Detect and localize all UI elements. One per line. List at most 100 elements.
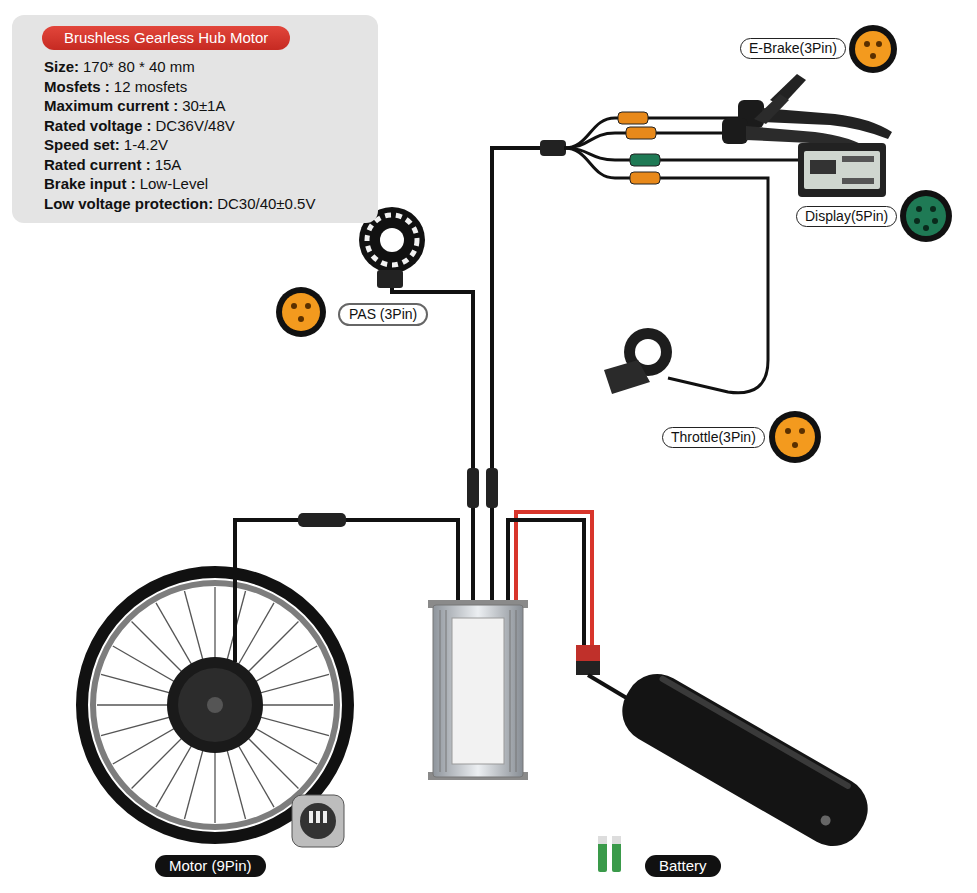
brake-connector-icon bbox=[849, 25, 897, 73]
label-text: Motor (9Pin) bbox=[169, 857, 252, 874]
pin bbox=[799, 428, 805, 434]
pin bbox=[785, 428, 791, 434]
pin bbox=[316, 811, 320, 823]
label-text: Battery bbox=[659, 857, 707, 874]
hub-cover bbox=[178, 668, 252, 742]
pin bbox=[932, 218, 938, 224]
spec-row: Brake input :Low-Level bbox=[44, 174, 364, 194]
lcd-segment bbox=[842, 178, 874, 184]
display-wire bbox=[564, 148, 798, 160]
controller-fin bbox=[446, 610, 447, 772]
spec-row: Low voltage protection:DC30/40±0.5V bbox=[44, 194, 364, 214]
spec-key: Rated voltage : bbox=[44, 117, 152, 134]
pin bbox=[305, 303, 311, 309]
wire-connector bbox=[486, 468, 498, 508]
controller-plate bbox=[452, 618, 504, 764]
pin bbox=[923, 225, 929, 231]
wire-connector bbox=[630, 172, 660, 184]
pas-sensor bbox=[377, 270, 403, 288]
spec-row: Size:170* 80 * 40 mm bbox=[44, 57, 364, 77]
spec-row: Speed set:1-4.2V bbox=[44, 135, 364, 155]
pas-wire bbox=[392, 288, 473, 606]
battery-rail bbox=[658, 675, 852, 790]
wire-connector bbox=[467, 468, 479, 508]
spec-key: Low voltage protection: bbox=[44, 195, 213, 212]
throttle-paddle bbox=[604, 360, 650, 394]
pin bbox=[870, 53, 876, 59]
spec-key: Brake input : bbox=[44, 175, 136, 192]
connector-label: Throttle(3Pin) bbox=[662, 427, 765, 448]
battery-connector-icon bbox=[598, 842, 607, 872]
controller-fin bbox=[516, 610, 517, 772]
motor-connector-face bbox=[300, 803, 336, 839]
spoke bbox=[132, 622, 299, 789]
label-text: E-Brake(3Pin) bbox=[749, 40, 837, 56]
throttle-bore bbox=[635, 339, 661, 365]
pin bbox=[930, 206, 936, 212]
spec-value: 15A bbox=[155, 156, 182, 173]
battery-wire-red bbox=[516, 512, 592, 645]
pin bbox=[323, 811, 327, 823]
controller-box bbox=[433, 605, 523, 777]
pas-hole bbox=[380, 228, 404, 252]
title-pill: Brushless Gearless Hub Motor bbox=[42, 26, 290, 50]
controller-fin bbox=[510, 610, 511, 772]
spec-value: DC30/40±0.5V bbox=[217, 195, 315, 212]
lcd-segment bbox=[810, 160, 836, 174]
throttle-connector-icon bbox=[769, 411, 821, 463]
brake-wire bbox=[564, 118, 742, 148]
motor-wire bbox=[235, 520, 458, 662]
harness-wire bbox=[492, 148, 564, 606]
pin bbox=[876, 41, 882, 47]
battery-connector-icon bbox=[612, 842, 621, 872]
label-text: Brushless Gearless Hub Motor bbox=[64, 29, 268, 46]
spec-value: 30±1A bbox=[182, 97, 225, 114]
spec-key: Maximum current : bbox=[44, 97, 178, 114]
brake-clamp bbox=[722, 118, 748, 144]
pin bbox=[298, 316, 304, 322]
throttle-connector-face bbox=[775, 417, 815, 457]
anderson-connector bbox=[576, 661, 600, 675]
spec-value: 1-4.2V bbox=[124, 136, 168, 153]
spoke bbox=[156, 603, 274, 807]
pin bbox=[309, 811, 313, 823]
spoke bbox=[113, 646, 317, 764]
hub-motor bbox=[167, 657, 263, 753]
spec-row: Maximum current :30±1A bbox=[44, 96, 364, 116]
axle bbox=[207, 697, 223, 713]
label-text: PAS (3Pin) bbox=[349, 306, 417, 322]
pin bbox=[792, 442, 798, 448]
throttle-wire bbox=[564, 148, 768, 393]
wire-connector bbox=[626, 127, 656, 139]
spec-row: Mosfets :12 mosfets bbox=[44, 77, 364, 97]
battery-body bbox=[611, 662, 880, 858]
anderson-connector bbox=[576, 645, 600, 661]
battery-connector-tip bbox=[598, 836, 607, 844]
component-label: Battery bbox=[645, 855, 721, 877]
component-label: Motor (9Pin) bbox=[155, 855, 266, 877]
pin bbox=[914, 218, 920, 224]
display-bezel bbox=[798, 143, 886, 197]
motor-connector-icon bbox=[292, 795, 344, 847]
brake-connector-face bbox=[855, 31, 891, 67]
spec-key: Size: bbox=[44, 58, 79, 75]
pin bbox=[291, 303, 297, 309]
wire-connector bbox=[618, 112, 648, 124]
wire-connector bbox=[298, 513, 346, 527]
spec-row: Rated current :15A bbox=[44, 155, 364, 175]
connector-label: E-Brake(3Pin) bbox=[740, 38, 846, 59]
pas-connector-icon bbox=[276, 287, 326, 337]
pin bbox=[864, 41, 870, 47]
spec-value: Low-Level bbox=[140, 175, 208, 192]
display-lcd bbox=[804, 151, 880, 189]
spec-value: 170* 80 * 40 mm bbox=[83, 58, 195, 75]
spec-value: 12 mosfets bbox=[114, 78, 187, 95]
spec-key: Speed set: bbox=[44, 136, 120, 153]
spoke bbox=[156, 603, 274, 807]
battery-lock bbox=[819, 814, 833, 828]
spec-key: Rated current : bbox=[44, 156, 151, 173]
spec-value: DC36V/48V bbox=[156, 117, 235, 134]
harness-split bbox=[540, 140, 566, 156]
spec-key: Mosfets : bbox=[44, 78, 110, 95]
